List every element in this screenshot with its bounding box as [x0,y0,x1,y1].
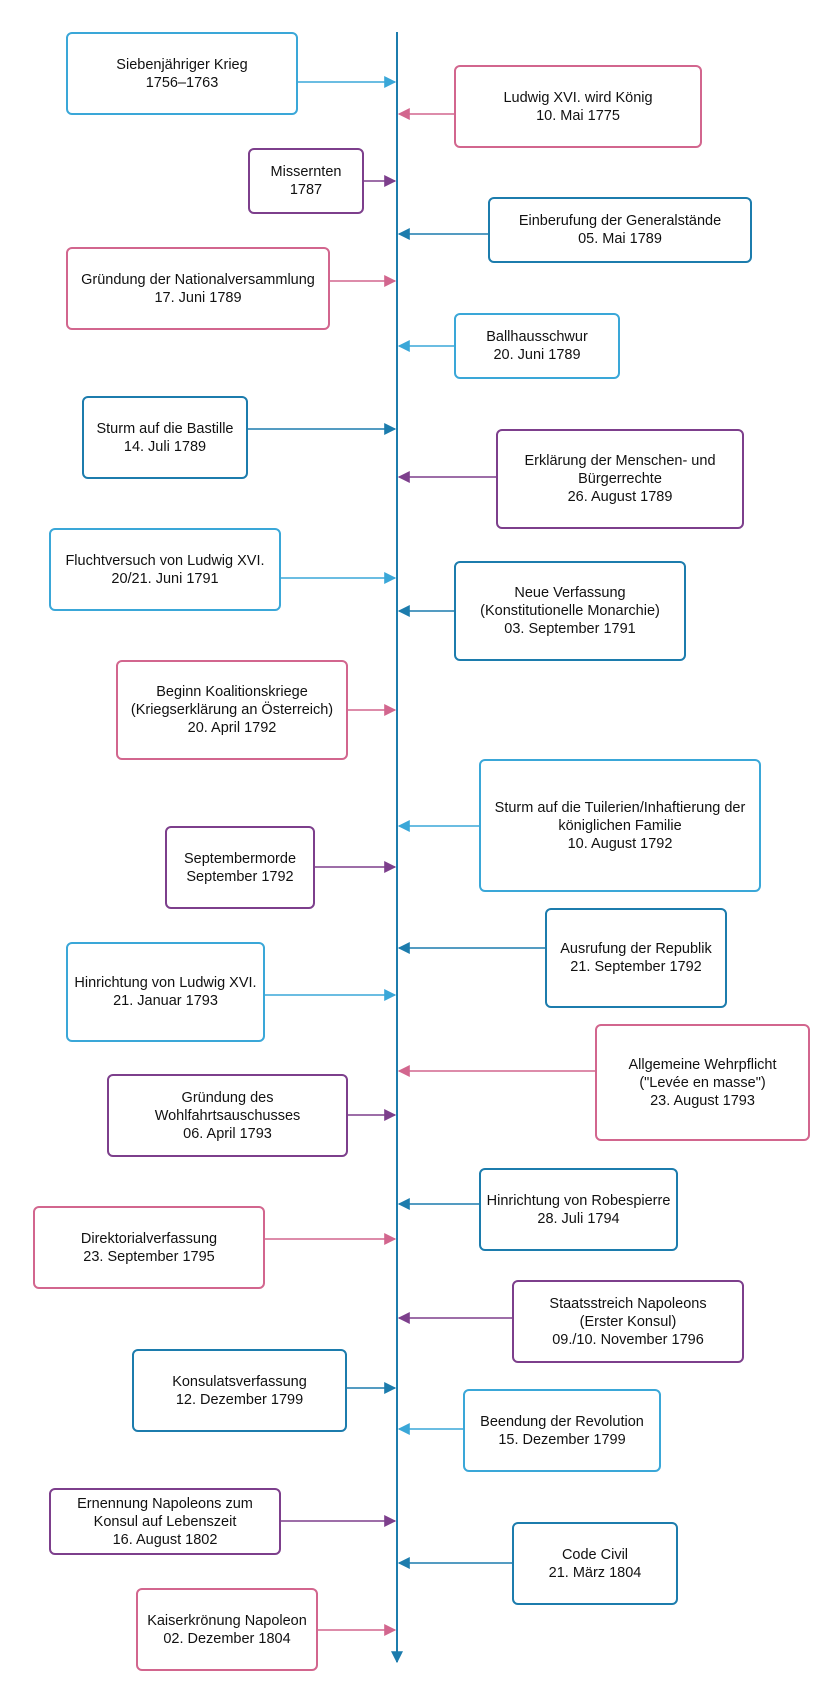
event-text-line: Allgemeine Wehrpflicht [628,1056,777,1073]
event-text-line: Ausrufung der Republik [560,941,712,957]
event-box: Ballhausschwur 20. Juni 1789 [454,313,620,379]
event-box: Allgemeine Wehrpflicht("Levée en masse")… [595,1024,810,1141]
event-text-line: Sturm auf die Bastille [96,420,234,437]
event-text-line: Ballhausschwur [486,329,588,345]
event-text-line: Ludwig XVI. wird König [503,89,653,106]
event-text-line: Hinrichtung von Ludwig XVI. [74,975,257,991]
event-text-line: Einberufung der Generalstände [518,213,722,229]
event-text-line: 12. Dezember 1799 [175,1391,304,1408]
event-text-line: Neue Verfassung [514,585,626,601]
event-text-line: 23. September 1795 [83,1248,215,1265]
event-text-line: Siebenjähriger Krieg [116,56,248,73]
event-text-line: Gründung der Nationalversammlung [81,271,315,288]
event-text-line: 26. August 1789 [567,489,673,505]
event-text-line: 06. April 1793 [183,1125,272,1142]
event-text-line: 15. Dezember 1799 [498,1431,626,1448]
event-box: Hinrichtung von Ludwig XVI. 21. Januar 17… [66,942,265,1042]
event-text-line: Beendung der Revolution [480,1413,644,1430]
event-box: Sturm auf die Tuilerien/Inhaftierung der… [479,759,761,892]
event-text-line: (Erster Konsul) [579,1313,677,1330]
event-text-line: 1756–1763 [145,74,219,91]
event-text-line: Missernten [270,164,342,180]
event-box: Missernten 1787 [248,148,364,214]
event-text-line: 05. Mai 1789 [578,231,662,247]
event-text-line: Konsulatsverfassung [172,1373,307,1390]
event-box: Beginn Koalitionskriege (Kriegserklärung … [116,660,348,760]
event-text-line: Code Civil [561,1546,629,1563]
event-text-line: 23. August 1793 [650,1092,755,1109]
event-text-line: Hinrichtung von Robespierre [486,1192,671,1209]
event-text-line: 17. Juni 1789 [154,289,242,306]
event-text-line: 02. Dezember 1804 [163,1630,291,1647]
event-text-line: Wohlfahrtsauschusses [154,1107,301,1124]
event-box: Staatsstreich Napoleons(Erster Konsul)09… [512,1280,744,1363]
event-text-line: ("Levée en masse") [639,1074,766,1091]
event-box: Fluchtversuch von Ludwig XVI.20/21. Juni… [49,528,281,611]
event-text-line: 21. September 1792 [570,959,702,975]
event-text-line: Erklärung der Menschen- und [524,453,716,469]
event-text-line: 28. Juli 1794 [537,1210,620,1227]
event-text-line: September 1792 [186,868,294,885]
event-text-line: 03. September 1791 [504,621,636,637]
event-text-line: 16. August 1802 [112,1531,218,1548]
event-text-line: Gründung des [181,1089,274,1106]
event-text-line: Staatsstreich Napoleons [549,1295,707,1312]
event-text-line: (Kriegserklärung an Österreich) [130,702,334,718]
event-box: Neue Verfassung (Konstitutionelle Monarch… [454,561,686,661]
event-text-line: 20/21. Juni 1791 [111,570,219,587]
event-text-line: königlichen Familie [558,817,682,834]
event-box: Einberufung der Generalstände 05. Mai 178… [488,197,752,263]
event-text-line: 10. August 1792 [567,835,673,852]
event-text-line: Septembermorde [183,850,297,867]
event-text-line: Konsul auf Lebenszeit [93,1513,237,1530]
event-text-line: 21. Januar 1793 [113,993,218,1009]
event-text-line: Fluchtversuch von Ludwig XVI. [65,552,265,569]
event-text-line: 14. Juli 1789 [123,438,207,455]
event-text-line: Bürgerrechte [578,471,662,487]
event-box: Ausrufung der Republik 21. September 1792 [545,908,727,1008]
event-text-line: Direktorialverfassung [80,1230,218,1247]
event-text-line: (Konstitutionelle Monarchie) [480,603,660,619]
event-text-line: 21. März 1804 [548,1564,642,1581]
event-text-line: Sturm auf die Tuilerien/Inhaftierung der [494,799,746,816]
event-text-line: 09./10. November 1796 [552,1331,704,1348]
event-text-line: 1787 [289,182,323,198]
event-text-line: 10. Mai 1775 [536,107,620,124]
event-text-line: 20. April 1792 [187,720,277,736]
event-text-line: Beginn Koalitionskriege [156,684,308,700]
event-text-line: 20. Juni 1789 [493,347,581,363]
event-text-line: Ernennung Napoleons zum [77,1495,253,1512]
event-text-line: Kaiserkrönung Napoleon [147,1612,307,1629]
